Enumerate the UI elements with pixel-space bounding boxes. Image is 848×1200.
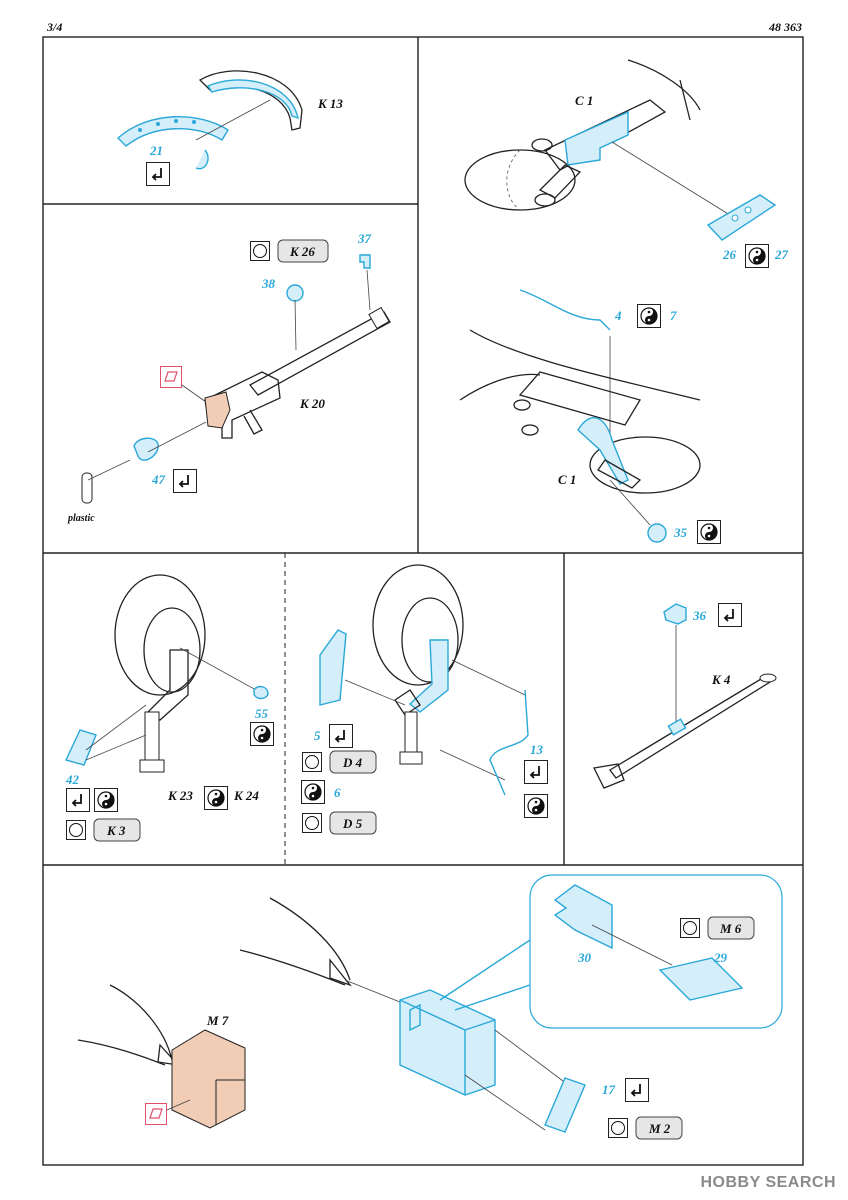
mask-icon bbox=[160, 366, 182, 388]
k26-label: K 26 bbox=[289, 244, 315, 259]
c1-bottom-label: C 1 bbox=[558, 472, 576, 487]
yin-yang-icon bbox=[745, 244, 769, 268]
d4-badge bbox=[329, 750, 377, 774]
yin-yang-icon bbox=[697, 520, 721, 544]
pe-38-label: 38 bbox=[261, 276, 276, 291]
panel-2: K 26 37 38 K 20 47 plastic bbox=[67, 231, 391, 524]
resin-r-icon bbox=[608, 1118, 628, 1138]
pe-27-label: 27 bbox=[774, 247, 789, 262]
pe-17-part bbox=[544, 1077, 586, 1133]
page-number: 3/4 bbox=[47, 20, 63, 34]
plastic-label: plastic bbox=[67, 513, 95, 524]
gun-barrel bbox=[249, 311, 391, 396]
pe-47-label: 47 bbox=[151, 472, 166, 487]
pe-35-part bbox=[647, 523, 667, 543]
k4-rod bbox=[609, 675, 771, 779]
pe-5-label: 5 bbox=[314, 728, 321, 743]
mask-icon bbox=[145, 1103, 167, 1125]
fold-arrow-icon bbox=[524, 760, 548, 784]
pe-7-label: 7 bbox=[670, 308, 677, 323]
m6-label: M 6 bbox=[719, 921, 742, 936]
pe-47-part bbox=[133, 437, 159, 461]
yin-yang-icon bbox=[250, 722, 274, 746]
fold-arrow-icon bbox=[66, 788, 90, 812]
panel-1: K 13 21 bbox=[116, 70, 343, 186]
pe-13-label: 13 bbox=[530, 742, 544, 757]
k13-label: K 13 bbox=[317, 96, 343, 111]
detail-bubble bbox=[529, 874, 783, 1029]
pe-17-box bbox=[399, 989, 496, 1096]
panel-6: 36 K 4 bbox=[593, 603, 777, 789]
yin-yang-icon bbox=[94, 788, 118, 812]
resin-r-icon bbox=[680, 918, 700, 938]
resin-r-icon bbox=[66, 820, 86, 840]
panel-7: 17 M 2 30 29 M 6 M 7 bbox=[77, 874, 783, 1140]
m7-label: M 7 bbox=[206, 1013, 229, 1028]
pe-55-part bbox=[253, 685, 269, 700]
panel-3: C 1 26 27 4 7 C 1 35 bbox=[459, 59, 789, 544]
m7-copper-plate bbox=[171, 1029, 246, 1129]
yin-yang-icon bbox=[637, 304, 661, 328]
k20-label: K 20 bbox=[299, 396, 325, 411]
resin-r-icon bbox=[302, 752, 322, 772]
fold-arrow-icon bbox=[329, 724, 353, 748]
pe-4-7-wire bbox=[519, 289, 611, 331]
pe-36-part bbox=[663, 603, 687, 625]
pe-55-label: 55 bbox=[255, 706, 269, 721]
resin-r-icon bbox=[302, 813, 322, 833]
wheel-left bbox=[114, 574, 206, 696]
fold-arrow-icon bbox=[718, 603, 742, 627]
pe-17-label: 17 bbox=[602, 1082, 616, 1097]
k4-label: K 4 bbox=[711, 672, 731, 687]
panel-5: 5 D 4 6 D 5 13 bbox=[301, 564, 548, 835]
k23-label: K 23 bbox=[167, 788, 193, 803]
pe-36-label: 36 bbox=[692, 608, 707, 623]
c1-top-label: C 1 bbox=[575, 93, 593, 108]
seat-pan-bottom bbox=[589, 436, 701, 494]
product-code: 48 363 bbox=[769, 20, 802, 34]
seat-pan-top bbox=[464, 149, 576, 211]
fold-arrow-icon bbox=[173, 469, 197, 493]
k3-label: K 3 bbox=[106, 823, 126, 838]
yin-yang-icon bbox=[204, 786, 228, 810]
pe-26-27-plate bbox=[706, 194, 777, 241]
pe-42-label: 42 bbox=[65, 772, 80, 787]
resin-r-icon bbox=[250, 241, 270, 261]
watermark: HOBBY SEARCH bbox=[700, 1174, 836, 1191]
panel-4: 55 42 K 23 K 24 K 3 bbox=[65, 574, 274, 842]
pe-29-label: 29 bbox=[713, 950, 728, 965]
yin-yang-icon bbox=[301, 780, 325, 804]
d5-badge bbox=[329, 811, 377, 835]
k26-badge bbox=[277, 239, 329, 263]
panel-grid bbox=[42, 36, 804, 1166]
wheel-right bbox=[372, 564, 464, 686]
pe-37-label: 37 bbox=[357, 231, 372, 246]
d4-label: D 4 bbox=[342, 755, 363, 770]
pe-21-strap bbox=[116, 116, 229, 147]
pe-30-label: 30 bbox=[577, 950, 592, 965]
pe-35-label: 35 bbox=[673, 525, 688, 540]
pe-21-label: 21 bbox=[149, 143, 163, 158]
yin-yang-icon bbox=[524, 794, 548, 818]
pe-13-wire bbox=[489, 689, 529, 796]
fold-arrow-icon bbox=[625, 1078, 649, 1102]
m6-badge bbox=[707, 916, 755, 940]
k3-badge bbox=[93, 818, 141, 842]
fold-arrow-icon bbox=[146, 162, 170, 186]
pe-4-label: 4 bbox=[614, 308, 622, 323]
m2-label: M 2 bbox=[648, 1121, 671, 1136]
d5-label: D 5 bbox=[342, 816, 363, 831]
m2-badge bbox=[635, 1116, 683, 1140]
k24-label: K 24 bbox=[233, 788, 259, 803]
pe-6-label: 6 bbox=[334, 785, 341, 800]
pe-26-label: 26 bbox=[722, 247, 737, 262]
copper-part bbox=[204, 391, 231, 429]
